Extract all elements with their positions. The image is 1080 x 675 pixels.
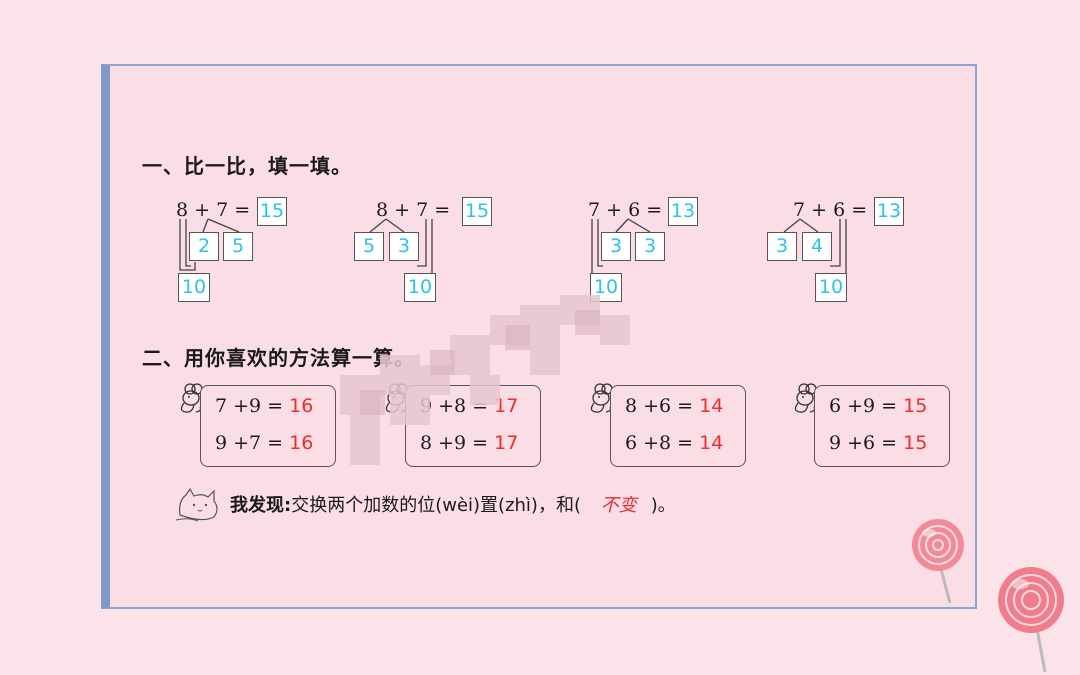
equation-card: 8 +6 = 14 6 +8 = 14: [610, 385, 746, 467]
discovery-answer[interactable]: 不变: [600, 495, 637, 516]
equation-expr: 8 +6 =: [625, 395, 694, 417]
discovery-line: 我发现:交换两个加数的位(wèi)置(zhì)，和( 不变 )。: [230, 491, 676, 517]
split-box[interactable]: 5: [354, 232, 384, 261]
split-box[interactable]: 3: [767, 232, 797, 261]
equation-answer[interactable]: 17: [494, 432, 519, 454]
answer-box[interactable]: 15: [462, 197, 492, 226]
equation-row: 6 +8 = 14: [625, 432, 723, 454]
split-box[interactable]: 2: [189, 232, 219, 261]
lollipop-icon: [998, 567, 1064, 673]
equation-row: 9 +7 = 16: [215, 432, 313, 454]
equation-row: 8 +6 = 14: [625, 395, 723, 417]
equation-row: 6 +9 = 15: [829, 395, 927, 417]
equation-answer[interactable]: 16: [289, 432, 314, 454]
section1-heading: 一、比一比，填一填。: [142, 154, 352, 178]
section2-heading: 二、用你喜欢的方法算一算。: [142, 346, 415, 370]
equation-card: 6 +9 = 15 9 +6 = 15: [814, 385, 950, 467]
discovery-label: 我发现:: [230, 495, 292, 516]
equation-answer[interactable]: 17: [494, 395, 519, 417]
equation-card: 9 +8 = 17 8 +9 = 17: [405, 385, 541, 467]
equation-expr: 7 +9 =: [215, 395, 284, 417]
watermark-blur: [340, 295, 630, 465]
problem-expression: 8 + 7 =: [176, 199, 251, 221]
split-box[interactable]: 5: [223, 232, 253, 261]
equation-card: 7 +9 = 16 9 +7 = 16: [200, 385, 336, 467]
answer-box[interactable]: 15: [257, 197, 287, 226]
equation-expr: 8 +9 =: [420, 432, 489, 454]
equation-answer[interactable]: 14: [699, 432, 724, 454]
answer-box[interactable]: 13: [668, 197, 698, 226]
equation-answer[interactable]: 16: [289, 395, 314, 417]
equation-row: 8 +9 = 17: [420, 432, 518, 454]
ten-box[interactable]: 10: [815, 273, 847, 302]
lollipop-icon: [912, 519, 964, 604]
problem-expression: 8 + 7 =: [376, 199, 451, 221]
mouse-icon: [180, 383, 203, 413]
split-box[interactable]: 3: [635, 232, 665, 261]
problem-expression: 7 + 6 =: [588, 199, 663, 221]
equation-expr: 9 +6 =: [829, 432, 898, 454]
cat-icon: [175, 487, 218, 522]
equation-answer[interactable]: 15: [903, 432, 928, 454]
equation-answer[interactable]: 15: [903, 395, 928, 417]
ten-box[interactable]: 10: [404, 273, 436, 302]
split-box[interactable]: 3: [601, 232, 631, 261]
answer-box[interactable]: 13: [874, 197, 904, 226]
discovery-end: )。: [650, 495, 676, 516]
equation-row: 7 +9 = 16: [215, 395, 313, 417]
ten-box[interactable]: 10: [178, 273, 210, 302]
equation-expr: 6 +8 =: [625, 432, 694, 454]
equation-row: 9 +6 = 15: [829, 432, 927, 454]
problem-expression: 7 + 6 =: [793, 199, 868, 221]
discovery-text: 交换两个加数的位(wèi)置(zhì)，和(: [291, 495, 581, 516]
split-box[interactable]: 4: [802, 232, 832, 261]
equation-answer[interactable]: 14: [699, 395, 724, 417]
equation-expr: 9 +7 =: [215, 432, 284, 454]
equation-expr: 6 +9 =: [829, 395, 898, 417]
split-box[interactable]: 3: [389, 232, 419, 261]
